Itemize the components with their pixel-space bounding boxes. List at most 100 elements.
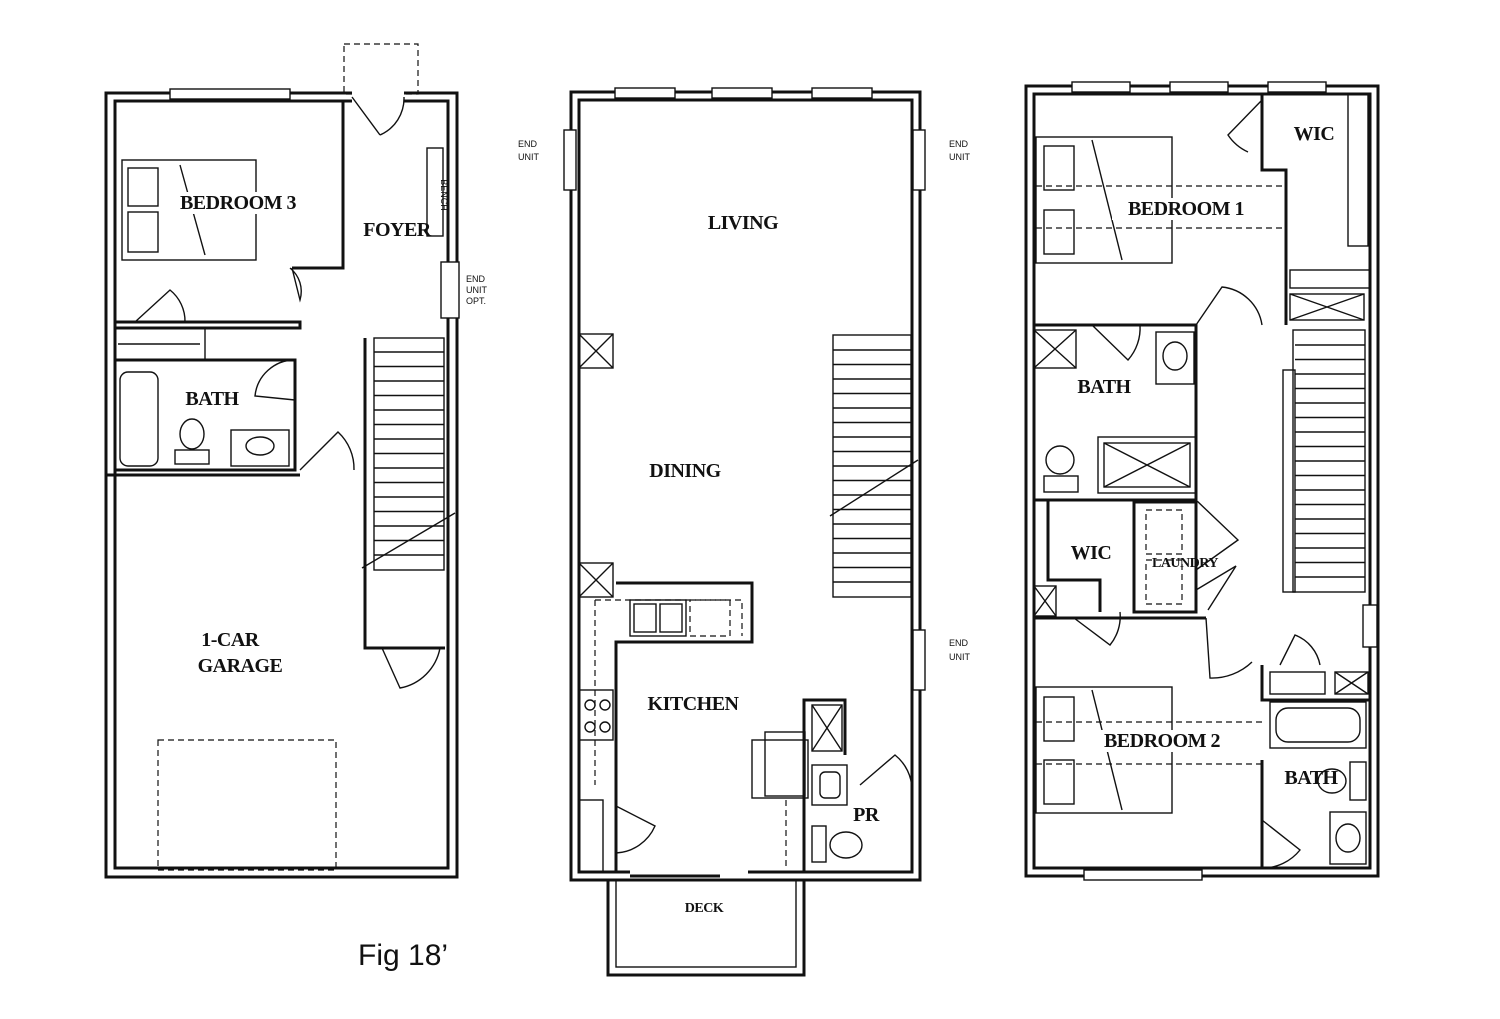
chase-x [811,704,843,752]
main-floor-plan: LIVING DINING KITCHEN PR DECK END UNIT E… [518,87,970,977]
room-label-garage-line1: 1-CAR [201,629,260,651]
bath-wall-top [113,320,302,330]
burner [584,699,596,711]
sink-bowl [633,603,657,633]
room-label-deck: DECK [685,901,724,916]
dishwasher [689,599,731,637]
toilet-tank [174,449,210,465]
bedroom1-door-swing [1195,286,1263,326]
kitchen-sink [629,599,687,637]
upper-cabinets [595,599,743,636]
burner [599,699,611,711]
room-label-bath-top: BATH [1077,376,1131,398]
window [614,87,676,99]
bath2-door-swing [1261,819,1301,869]
bath2-wall [1260,665,1370,702]
refrigerator [751,739,809,799]
powder-sink [819,771,841,799]
lower-floor-plan: BEDROOM 3 BEDROOM 3 FOYER BENCH BATH 1-C… [104,43,487,879]
closet-door-swing [134,289,186,323]
upper-stairs [1282,329,1366,593]
wic-shelf [1347,93,1369,247]
room-label-foyer: FOYER [363,219,432,241]
pillow [127,167,159,207]
chase [578,562,614,598]
pillow [1043,145,1075,191]
end-unit-window [912,129,926,191]
label-bench: BENCH [439,179,449,211]
powder-door-swing [859,754,913,791]
room-label-dining: DINING [649,460,721,482]
bedroom3-wall [292,101,345,270]
room-label-garage-line2: GARAGE [198,655,283,677]
bath-door-swing [1091,324,1141,362]
upper-floor-inner-outline [1032,92,1372,870]
note-end-unit-opt-3: OPT. [466,296,486,306]
burner [584,721,596,733]
wic-mid-wall [1046,500,1102,612]
shower-pan [1103,442,1191,488]
wic-shelf [1289,269,1371,289]
bedroom3-door-swing [289,267,302,303]
window [1071,81,1131,93]
pillow [1043,759,1075,805]
tub-basin [1275,707,1361,743]
window [1083,869,1203,881]
shower [1097,436,1197,494]
chase-x [578,562,614,598]
note-end-unit-opt-2: UNIT [466,285,487,295]
laundry-door-swing [1195,499,1240,611]
stair-break-line [829,459,919,517]
bathtub [119,371,159,467]
pillow [127,211,159,253]
deck-inner [615,879,797,968]
room-label-powder: PR [853,804,880,826]
main-stairs [829,334,919,598]
bed-sheet-fold [1091,139,1123,261]
stair-handrail [1282,369,1296,593]
window [1362,604,1378,648]
room-label-bedroom1: BEDROOM 1 [1128,198,1244,220]
note-end-unit-a-2: UNIT [518,152,539,162]
room-label-bedroom2: BEDROOM 2 [1104,730,1221,752]
linen-closet-x [1289,293,1365,321]
sink [1335,823,1361,853]
stair-wall [363,338,445,650]
powder-wall [802,698,847,872]
window [1267,81,1327,93]
garage-door [157,739,337,871]
kitchen-island-wall [614,581,754,872]
room-label-bedroom3-front: BEDROOM 3 [180,192,297,214]
end-unit-window [563,129,577,191]
sink [245,436,275,456]
note-end-unit-c-2: UNIT [949,652,970,662]
note-end-unit-b-1: END [949,139,969,149]
window [811,87,873,99]
chase [1033,329,1077,369]
bath-door-swing [254,359,296,401]
room-label-wic-top: WIC [1294,123,1335,145]
bath-wall [113,358,297,472]
room-label-bath: BATH [185,388,239,410]
wic-mid-door-swing [1073,611,1121,646]
main-floor-outline [569,90,922,882]
sink-bowl [659,603,683,633]
shower-x [1103,442,1191,488]
chase-x [1033,585,1057,617]
end-unit-window [440,261,460,319]
toilet [1045,445,1075,475]
note-end-unit-c-1: END [949,638,969,648]
toilet [1317,768,1347,794]
toilet-tank [1349,761,1367,801]
note-end-unit-opt-1: END [466,274,486,284]
garage-entry-door [381,647,441,689]
burner [599,721,611,733]
sink [1162,341,1188,371]
figure-caption: Fig 18’ [358,939,448,972]
entry-stoop [343,43,419,95]
pillow [1043,209,1075,255]
toilet [829,831,863,859]
chase [1033,585,1057,617]
wic-door-swing [1227,99,1263,153]
